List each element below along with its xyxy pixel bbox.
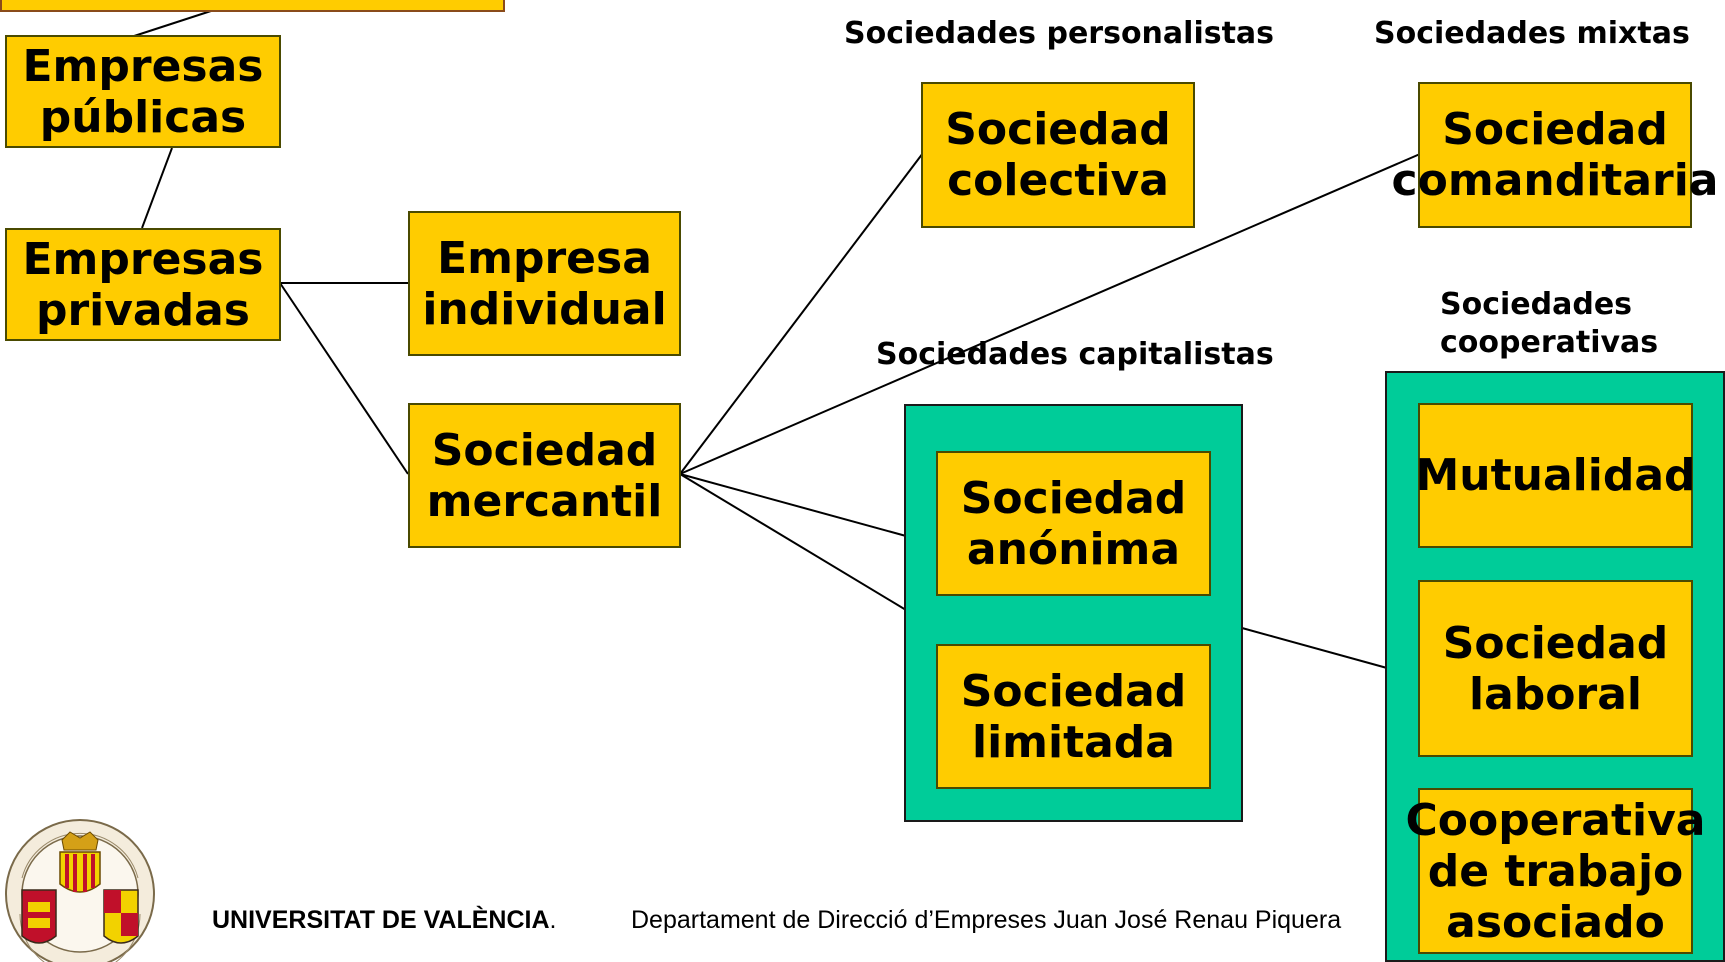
connector-mercantil-capitalistas-bottom	[679, 473, 907, 611]
box-sociedad-mercantil: Sociedad mercantil	[408, 403, 681, 548]
connector-mercantil-capitalistas-top	[679, 473, 907, 537]
box-sociedad-colectiva: Sociedad colectiva	[921, 82, 1195, 228]
university-seal	[5, 819, 155, 962]
box-sociedad-limitada: Sociedad limitada	[936, 644, 1211, 789]
box-mutualidad: Mutualidad	[1416, 403, 1696, 548]
footer-department: Departament de Direcció d’Empreses Juan …	[631, 906, 1342, 934]
connector-mercantil-colectiva	[679, 152, 924, 475]
footer-university-name: UNIVERSITAT DE VALÈNCIA	[212, 906, 550, 934]
connector-top-left	[127, 9, 215, 39]
connector-publicas-privadas	[141, 147, 173, 229]
connector-capitalistas-cooperativas	[1241, 627, 1388, 669]
box-sociedad-laboral: Sociedad laboral	[1418, 580, 1693, 757]
heading-sociedades-cooperativas: Sociedades cooperativas	[1440, 287, 1659, 360]
cropped-box-fragment	[0, 0, 505, 12]
box-sociedad-anonima: Sociedad anónima	[936, 451, 1211, 596]
box-sociedad-comanditaria: Sociedad comanditaria	[1392, 82, 1718, 228]
footer-separator: .	[549, 906, 557, 934]
heading-sociedades-personalistas: Sociedades personalistas	[844, 16, 1275, 51]
box-empresa-individual: Empresa individual	[408, 211, 681, 356]
box-empresas-privadas: Empresas privadas	[5, 228, 281, 341]
connector-mercantil-comanditaria	[679, 153, 1421, 475]
box-empresas-publicas: Empresas públicas	[5, 35, 281, 148]
footer-university: UNIVERSITAT DE VALÈNCIA.	[212, 906, 556, 935]
connector-privadas-mercantil	[279, 282, 409, 475]
heading-sociedades-capitalistas: Sociedades capitalistas	[876, 337, 1274, 372]
heading-sociedades-mixtas: Sociedades mixtas	[1374, 16, 1690, 51]
box-cooperativa-trabajo-asociado: Cooperativa de trabajo asociado	[1406, 788, 1705, 954]
